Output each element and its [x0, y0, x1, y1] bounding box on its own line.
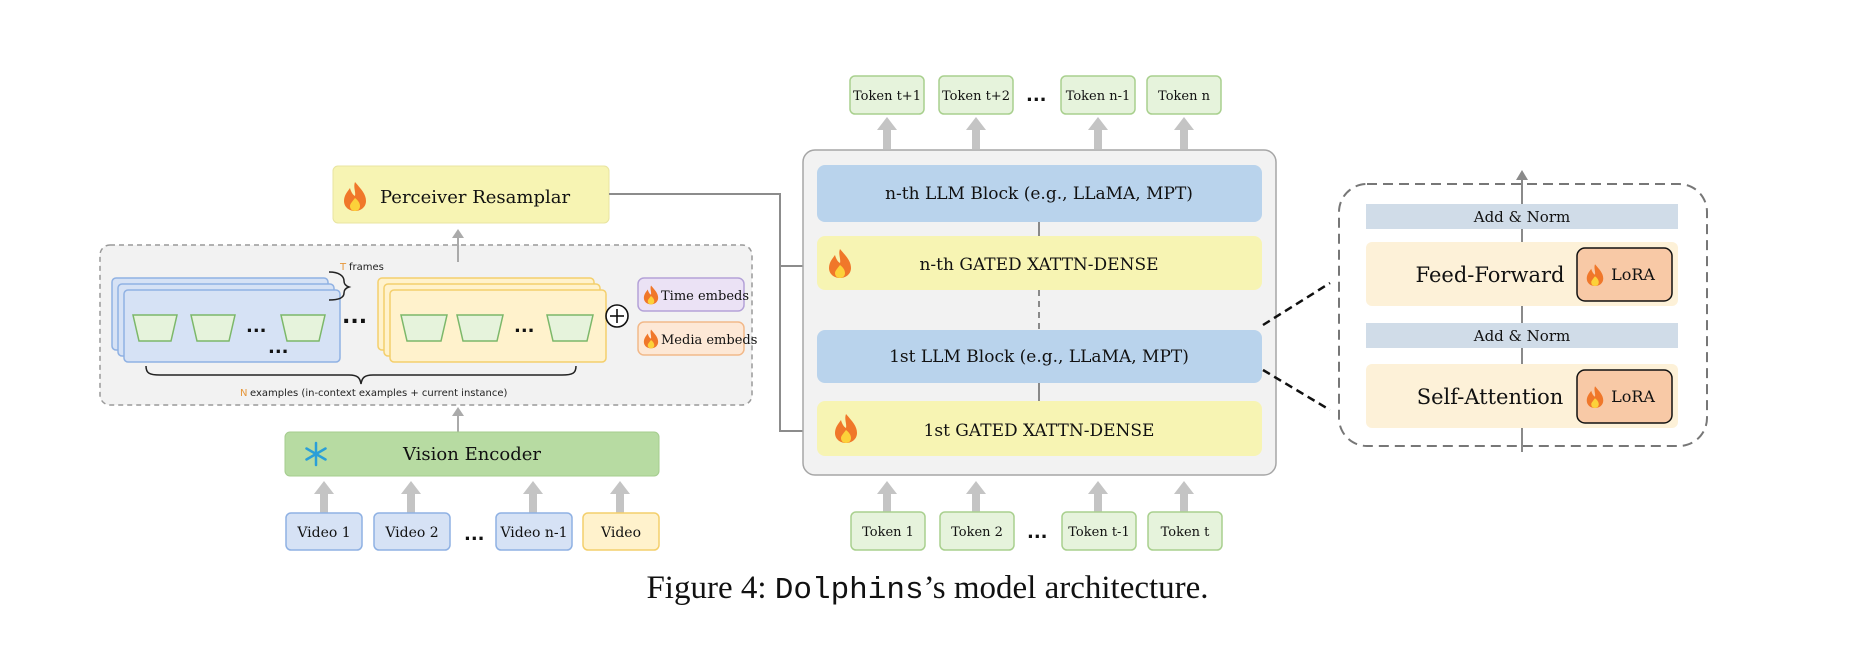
output-token-3: Token n-1: [1060, 75, 1136, 115]
caption-model-name: Dolphins: [774, 573, 924, 608]
examples-label: examples (in-context examples + current …: [250, 388, 508, 399]
token-label: Token t: [1161, 525, 1211, 540]
video-label: Video: [600, 525, 641, 541]
self-attention-block: Self-Attention LoRA: [1366, 364, 1678, 428]
up-arrow-icon: [1088, 481, 1108, 513]
yellow-frame-stack: ...: [377, 277, 607, 363]
perceiver-resampler-box: Perceiver Resamplar: [332, 165, 610, 224]
input-token-4: Token t: [1147, 511, 1223, 551]
caption-suffix: ’s model architecture.: [923, 570, 1209, 606]
video-box-current: Video: [582, 512, 660, 551]
yellow-frames-ellipsis: ...: [514, 316, 535, 337]
up-arrow-icon: [1174, 117, 1194, 149]
between-stacks-ellipsis: ...: [342, 304, 367, 329]
up-arrow-icon: [523, 481, 543, 513]
caption-prefix: Figure 4:: [646, 570, 775, 606]
stack-ellipsis: ...: [268, 337, 289, 358]
zoom-connector-bottom: [1262, 368, 1331, 412]
examples-symbol: N: [240, 388, 247, 399]
lora-box: LoRA: [1576, 369, 1673, 424]
video-box-n-1: Video n-1: [495, 512, 573, 551]
perceiver-label: Perceiver Resamplar: [380, 187, 570, 208]
video-box-2: Video 2: [373, 512, 451, 551]
token-label: Token n-1: [1066, 89, 1131, 104]
add-norm-top-label: Add & Norm: [1473, 208, 1570, 226]
vision-encoder-box: Vision Encoder: [284, 431, 660, 477]
add-circle-icon: [605, 304, 629, 328]
video-label: Video n-1: [499, 525, 567, 541]
output-tokens-ellipsis: ...: [1026, 85, 1047, 106]
video-box-1: Video 1: [285, 512, 363, 551]
first-llm-block-label: 1st LLM Block (e.g., LLaMA, MPT): [889, 347, 1189, 367]
up-arrow-icon: [610, 481, 630, 513]
media-embeds-box: Media embeds: [637, 321, 757, 356]
up-arrow-icon: [877, 117, 897, 149]
nth-llm-block: n-th LLM Block (e.g., LLaMA, MPT): [817, 165, 1262, 222]
token-label: Token 2: [951, 525, 1003, 540]
output-token-4: Token n: [1146, 75, 1222, 115]
snowflake-icon: [305, 441, 327, 467]
add-norm-bottom: Add & Norm: [1366, 323, 1678, 348]
first-gated-label: 1st GATED XATTN-DENSE: [924, 421, 1155, 441]
input-token-1: Token 1: [850, 511, 926, 551]
arrow-examples-to-perceiver: [452, 229, 464, 262]
input-token-2: Token 2: [939, 511, 1015, 551]
perceiver-to-nth-gated-connector: [609, 193, 822, 271]
first-llm-block: 1st LLM Block (e.g., LLaMA, MPT): [817, 330, 1262, 383]
vision-encoder-label: Vision Encoder: [402, 444, 541, 465]
media-embeds-label: Media embeds: [661, 333, 757, 348]
frames-symbol: T: [339, 262, 347, 273]
add-norm-bottom-label: Add & Norm: [1473, 327, 1570, 345]
nth-llm-block-label: n-th LLM Block (e.g., LLaMA, MPT): [885, 184, 1193, 204]
token-label: Token t-1: [1068, 525, 1129, 540]
time-embeds-box: Time embeds: [637, 277, 749, 312]
time-embeds-label: Time embeds: [661, 289, 749, 304]
lora-label: LoRA: [1611, 265, 1655, 284]
video-label: Video 1: [296, 525, 350, 541]
token-label: Token t+1: [853, 89, 921, 104]
up-arrow-icon: [1088, 117, 1108, 149]
token-label: Token n: [1158, 89, 1211, 104]
self-attention-label: Self-Attention: [1417, 385, 1564, 409]
flow-arrow-head: [1516, 170, 1528, 180]
frames-brace: [328, 271, 352, 301]
output-token-2: Token t+2: [938, 75, 1014, 115]
feed-forward-label: Feed-Forward: [1416, 263, 1565, 287]
nth-gated-xattn-block: n-th GATED XATTN-DENSE: [817, 236, 1262, 290]
figure-caption: Figure 4: Dolphins’s model architecture.: [0, 570, 1855, 608]
up-arrow-icon: [314, 481, 334, 513]
up-arrow-icon: [1174, 481, 1194, 513]
token-label: Token t+2: [942, 89, 1010, 104]
input-tokens-ellipsis: ...: [1027, 522, 1048, 543]
nth-gated-label: n-th GATED XATTN-DENSE: [919, 255, 1158, 275]
video-label: Video 2: [384, 525, 438, 541]
lora-box: LoRA: [1576, 247, 1673, 302]
videos-ellipsis: ...: [464, 524, 485, 545]
first-gated-xattn-block: 1st GATED XATTN-DENSE: [817, 401, 1262, 456]
lora-label: LoRA: [1611, 387, 1655, 406]
frames-label: frames: [349, 262, 384, 273]
token-label: Token 1: [862, 525, 914, 540]
examples-brace: [145, 365, 577, 385]
up-arrow-icon: [401, 481, 421, 513]
blue-frame-stack: ... ...: [111, 277, 341, 363]
arrow-encoder-to-examples: [452, 407, 464, 432]
up-arrow-icon: [966, 117, 986, 149]
feed-forward-block: Feed-Forward LoRA: [1366, 242, 1678, 306]
up-arrow-icon: [966, 481, 986, 513]
frames-ellipsis: ...: [246, 316, 267, 337]
input-token-3: Token t-1: [1061, 511, 1137, 551]
up-arrow-icon: [877, 481, 897, 513]
add-norm-top: Add & Norm: [1366, 204, 1678, 229]
zoom-connector-top: [1262, 281, 1331, 327]
output-token-1: Token t+1: [849, 75, 925, 115]
